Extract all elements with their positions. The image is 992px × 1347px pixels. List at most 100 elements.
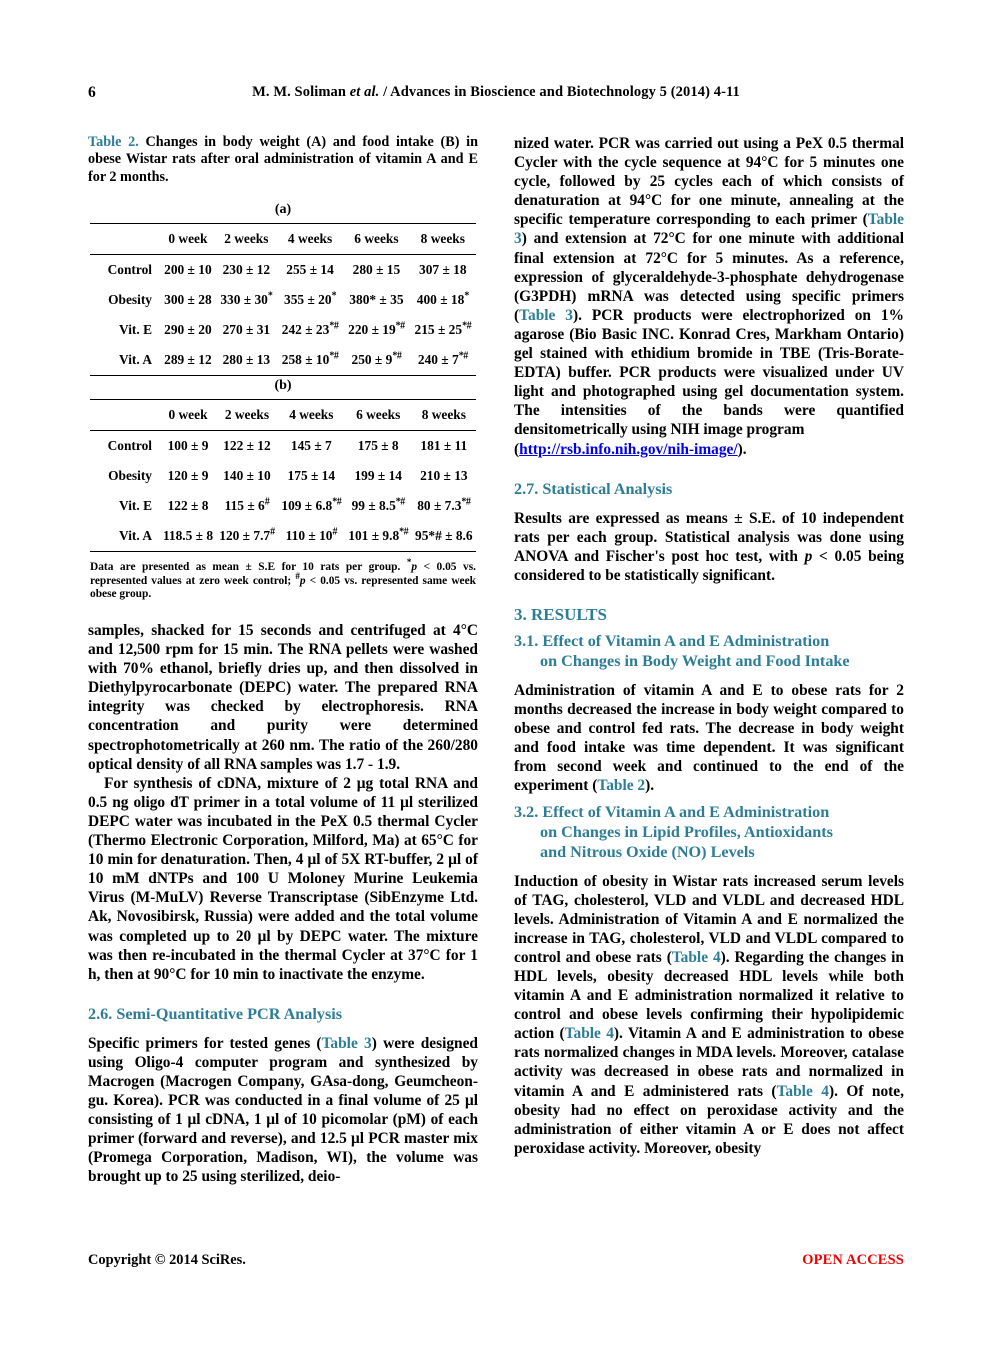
heading-3-2: 3.2. Effect of Vitamin A and E Administr… bbox=[514, 802, 904, 862]
heading-3-1: 3.1. Effect of Vitamin A and E Administr… bbox=[514, 631, 904, 671]
table-cell: 99 ± 8.5*# bbox=[351, 496, 406, 514]
link-table-3[interactable]: Table 3 bbox=[519, 306, 573, 324]
table-cell: 200 ± 10 bbox=[164, 262, 212, 278]
table-cell: 115 ± 6# bbox=[224, 496, 270, 514]
heading-2-6-semiquantitative-pcr: 2.6. Semi-Quantitative PCR Analysis bbox=[88, 1004, 343, 1023]
footnote-p-italic-1: p bbox=[411, 561, 418, 574]
heading-2-7-statistical-analysis: 2.7. Statistical Analysis bbox=[514, 479, 673, 498]
table-header-row: 0 week 2 weeks 4 weeks 6 weeks 8 weeks bbox=[90, 223, 476, 255]
page-footer: Copyright © 2014 SciRes. OPEN ACCESS bbox=[88, 1252, 904, 1274]
significance-marker: *# bbox=[329, 320, 339, 332]
page-number: 6 bbox=[88, 84, 96, 101]
table2-panel-a: 0 week 2 weeks 4 weeks 6 weeks 8 weeks C… bbox=[90, 223, 476, 376]
running-head: 6 M. M. Soliman et al. / Advances in Bio… bbox=[88, 84, 904, 106]
citation-etal: et al. bbox=[349, 84, 380, 100]
table-cell: 300 ± 28 bbox=[164, 292, 212, 308]
paragraph-3-1-body: Administration of vitamin A and E to obe… bbox=[514, 681, 904, 796]
table-cell: 122 ± 8 bbox=[167, 498, 209, 514]
para-3-2-b: ). Regarding the changes in HDL levels, … bbox=[514, 948, 904, 1043]
copyright-notice: Copyright © 2014 SciRes. bbox=[88, 1252, 246, 1268]
table-cell: 280 ± 15 bbox=[352, 262, 401, 278]
footnote-hash-marker: # bbox=[295, 571, 300, 582]
col-header-week2: 2 weeks bbox=[224, 231, 269, 247]
significance-marker: *# bbox=[461, 496, 471, 508]
row-label: Vit. E bbox=[119, 498, 152, 514]
link-table-2[interactable]: Table 2 bbox=[597, 777, 646, 795]
col-header-blank bbox=[90, 224, 160, 255]
table2-panel-b: 0 week 2 weeks 4 weeks 6 weeks 8 weeks C… bbox=[90, 399, 476, 552]
significance-marker: # bbox=[332, 526, 337, 538]
heading-3-1-line2: on Changes in Body Weight and Food Intak… bbox=[540, 651, 850, 670]
link-table-4[interactable]: Table 4 bbox=[671, 948, 721, 966]
col-header-week2: 2 weeks bbox=[224, 407, 270, 423]
table-cell: 380* ± 35 bbox=[349, 292, 404, 308]
table-cell: 199 ± 14 bbox=[354, 468, 402, 484]
table2-caption-text: Changes in body weight (A) and food inta… bbox=[88, 134, 478, 185]
open-access-badge[interactable]: OPEN ACCESS bbox=[802, 1252, 904, 1268]
link-table-4[interactable]: Table 4 bbox=[564, 1025, 614, 1043]
table-cell: 290 ± 20 bbox=[164, 322, 212, 338]
significance-marker: # bbox=[270, 526, 275, 538]
para-3-2-d: ). Of note, obesity had no effect on per… bbox=[514, 1082, 904, 1157]
table2-panel-b-head: 0 week 2 weeks 4 weeks 6 weeks 8 weeks bbox=[90, 399, 476, 431]
table-cell: 289 ± 12 bbox=[164, 352, 212, 368]
col-header-blank bbox=[90, 400, 160, 431]
pcr-text-b: ) were designed using Oligo-4 computer p… bbox=[88, 1034, 478, 1186]
pcr-cycling-a: nized water. PCR was carried out using a… bbox=[514, 135, 904, 229]
table-cell: 270 ± 31 bbox=[222, 322, 271, 338]
significance-marker: *# bbox=[392, 350, 402, 362]
table-cell: 215 ± 25*# bbox=[414, 320, 472, 338]
paragraph-3-2-body: Induction of obesity in Wistar rats incr… bbox=[514, 872, 904, 1158]
table-cell: 120 ± 7.7# bbox=[219, 526, 275, 544]
citation-authors: M. M. Soliman bbox=[252, 84, 350, 100]
para-3-2-a: Induction of obesity in Wistar rats incr… bbox=[514, 872, 904, 966]
nih-close-paren: ). bbox=[737, 440, 747, 458]
significance-marker: *# bbox=[399, 526, 409, 538]
para-3-1-b: ). bbox=[645, 777, 655, 795]
table-cell: 250 ± 9*# bbox=[351, 350, 402, 368]
col-header-week4: 4 weeks bbox=[289, 407, 334, 423]
link-table-4[interactable]: Table 4 bbox=[776, 1082, 829, 1100]
paragraph-rna-extraction: samples, shacked for 15 seconds and cent… bbox=[88, 622, 478, 773]
row-label: Vit. A bbox=[119, 352, 152, 368]
col-header-week6: 6 weeks bbox=[356, 407, 401, 423]
col-header-week8: 8 weeks bbox=[420, 231, 465, 247]
table2-footnote: Data are presented as mean ± S.E for 10 … bbox=[90, 558, 476, 602]
col-header-week0: 0 week bbox=[168, 231, 208, 247]
significance-marker: *# bbox=[395, 320, 406, 332]
significance-marker: *# bbox=[332, 496, 342, 508]
link-table-3[interactable]: Table 3 bbox=[514, 211, 904, 248]
table-cell: 355 ± 20* bbox=[284, 290, 337, 308]
table-cell: 175 ± 14 bbox=[287, 468, 336, 484]
footnote-part3: < 0.05 vs. represented same week obese g… bbox=[90, 574, 476, 601]
left-column: Table 2. Changes in body weight (A) and … bbox=[88, 134, 478, 1187]
paragraph-cdna-synthesis: For synthesis of cDNA, mixture of 2 μg t… bbox=[88, 774, 478, 983]
table-cell: 258 ± 10*# bbox=[281, 350, 339, 368]
link-table-3[interactable]: Table 3 bbox=[321, 1034, 372, 1052]
col-header-week0: 0 week bbox=[168, 407, 208, 423]
table-header-row: 0 week 2 weeks 4 weeks 6 weeks 8 weeks bbox=[90, 399, 476, 431]
heading-3-1-line1: 3.1. Effect of Vitamin A and E Administr… bbox=[514, 631, 830, 650]
row-label: Vit. A bbox=[119, 528, 152, 544]
journal-citation: M. M. Soliman et al. / Advances in Biosc… bbox=[88, 84, 904, 101]
heading-3-2-line1: 3.2. Effect of Vitamin A and E Administr… bbox=[514, 802, 830, 821]
footnote-star-marker: * bbox=[406, 557, 412, 568]
table2-caption-label[interactable]: Table 2. bbox=[88, 134, 139, 150]
stats-text-b: < 0.05 being considered to be statistica… bbox=[514, 547, 904, 584]
table-cell: 100 ± 9 bbox=[167, 438, 209, 454]
table-cell: 230 ± 12 bbox=[222, 262, 271, 278]
row-label: Obesity bbox=[108, 468, 152, 484]
significance-marker: * bbox=[464, 290, 469, 302]
table2-panel-b-label: (b) bbox=[274, 378, 292, 394]
nih-image-link[interactable]: http://rsb.info.nih.gov/nih-image/ bbox=[519, 440, 738, 458]
table-cell: 140 ± 10 bbox=[223, 468, 271, 484]
significance-marker: *# bbox=[395, 496, 406, 508]
